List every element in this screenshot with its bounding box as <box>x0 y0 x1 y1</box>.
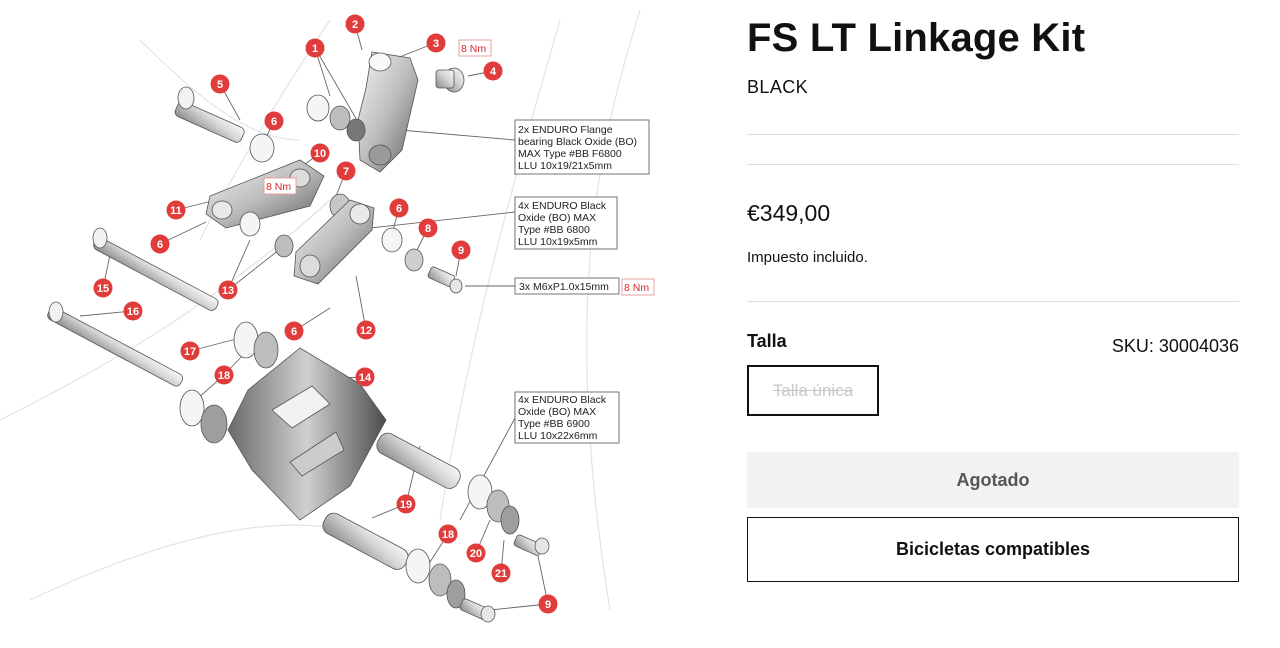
svg-text:4: 4 <box>490 66 497 78</box>
callout-marker: 6 <box>150 234 170 254</box>
svg-text:4x ENDURO Black: 4x ENDURO Black <box>518 394 607 406</box>
svg-text:7: 7 <box>343 166 349 178</box>
callout-marker: 16 <box>123 301 143 321</box>
sku-value: 30004036 <box>1158 336 1239 356</box>
callout-marker: 14 <box>355 367 375 387</box>
callout-marker: 1 <box>305 38 325 58</box>
product-image[interactable]: 2x ENDURO Flange bearing Black Oxide (BO… <box>0 0 700 648</box>
callout-marker: 18 <box>438 524 458 544</box>
svg-text:9: 9 <box>545 599 551 611</box>
torque-label: 8 Nm <box>621 278 655 296</box>
callout-marker: 20 <box>466 543 486 563</box>
svg-text:bearing Black Oxide (BO): bearing Black Oxide (BO) <box>518 136 637 148</box>
svg-text:18: 18 <box>218 370 230 382</box>
spec-note-bearing-6800: 4x ENDURO Black Oxide (BO) MAX Type #BB … <box>514 196 618 250</box>
callout-marker: 3 <box>426 33 446 53</box>
svg-text:17: 17 <box>184 346 196 358</box>
callout-marker: 19 <box>396 494 416 514</box>
tax-note: Impuesto incluido. <box>747 249 868 266</box>
svg-text:3x M6xP1.0x15mm: 3x M6xP1.0x15mm <box>519 281 609 293</box>
torque-label: 8 Nm <box>263 177 297 195</box>
callout-marker: 9 <box>538 594 558 614</box>
callout-marker: 9 <box>451 240 471 260</box>
divider <box>747 164 1239 165</box>
callout-marker: 17 <box>180 341 200 361</box>
svg-text:Type #BB 6900: Type #BB 6900 <box>518 418 590 430</box>
svg-text:12: 12 <box>360 325 372 337</box>
svg-text:LLU 10x19x5mm: LLU 10x19x5mm <box>518 236 598 248</box>
callout-marker: 6 <box>284 321 304 341</box>
svg-text:6: 6 <box>271 116 277 128</box>
callout-marker: 5 <box>210 74 230 94</box>
svg-text:13: 13 <box>222 285 234 297</box>
svg-text:Oxide (BO) MAX: Oxide (BO) MAX <box>518 406 596 418</box>
svg-text:11: 11 <box>170 205 182 217</box>
svg-text:21: 21 <box>495 568 507 580</box>
callout-marker: 11 <box>166 200 186 220</box>
divider <box>747 301 1239 302</box>
svg-text:2: 2 <box>352 19 358 31</box>
callout-marker: 8 <box>418 218 438 238</box>
product-price: €349,00 <box>747 200 831 226</box>
spec-note-bolt: 3x M6xP1.0x15mm <box>514 277 620 295</box>
sku-label: SKU: <box>1111 336 1154 356</box>
svg-text:16: 16 <box>127 306 139 318</box>
callout-marker: 21 <box>491 563 511 583</box>
callout-marker: 18 <box>214 365 234 385</box>
sold-out-button[interactable]: Agotado <box>747 452 1239 508</box>
spec-note-bearing-6900: 4x ENDURO Black Oxide (BO) MAX Type #BB … <box>514 391 620 444</box>
svg-text:6: 6 <box>291 326 297 338</box>
svg-text:15: 15 <box>97 283 109 295</box>
svg-text:5: 5 <box>217 79 223 91</box>
svg-text:4x ENDURO Black: 4x ENDURO Black <box>518 200 607 212</box>
callout-marker: 7 <box>336 161 356 181</box>
callout-marker: 4 <box>483 61 503 81</box>
svg-text:18: 18 <box>442 529 454 541</box>
callout-markers: 1 2 3 4 5 6 6 6 6 7 8 9 9 10 11 12 13 14… <box>93 14 558 614</box>
product-title: FS LT Linkage Kit <box>747 16 1086 60</box>
callout-marker: 2 <box>345 14 365 34</box>
svg-text:14: 14 <box>359 372 372 384</box>
svg-text:19: 19 <box>400 499 412 511</box>
callout-marker: 12 <box>356 320 376 340</box>
svg-text:8 Nm: 8 Nm <box>461 43 486 55</box>
exploded-diagram: 2x ENDURO Flange bearing Black Oxide (BO… <box>0 9 655 623</box>
size-option-unica[interactable]: Talla única <box>747 365 879 416</box>
variant-label: BLACK <box>747 77 809 97</box>
spec-note-bearing-f6800: 2x ENDURO Flange bearing Black Oxide (BO… <box>514 119 650 175</box>
svg-text:9: 9 <box>458 245 464 257</box>
torque-label: 8 Nm <box>458 39 492 57</box>
parts <box>47 51 550 623</box>
svg-text:10: 10 <box>314 148 326 160</box>
compatible-bikes-button[interactable]: Bicicletas compatibles <box>747 517 1239 582</box>
callout-marker: 6 <box>264 111 284 131</box>
svg-text:LLU 10x19/21x5mm: LLU 10x19/21x5mm <box>518 160 612 172</box>
svg-text:8 Nm: 8 Nm <box>266 181 291 193</box>
svg-text:6: 6 <box>157 239 163 251</box>
callout-marker: 6 <box>389 198 409 218</box>
divider <box>747 134 1239 135</box>
svg-text:1: 1 <box>312 43 318 55</box>
callout-marker: 10 <box>310 143 330 163</box>
callout-marker: 15 <box>93 278 113 298</box>
svg-text:20: 20 <box>470 548 482 560</box>
sku: SKU:30004036 <box>1112 336 1239 357</box>
svg-text:2x ENDURO Flange: 2x ENDURO Flange <box>518 124 613 136</box>
svg-text:Type #BB 6800: Type #BB 6800 <box>518 224 590 236</box>
svg-text:LLU 10x22x6mm: LLU 10x22x6mm <box>518 430 598 442</box>
callout-marker: 13 <box>218 280 238 300</box>
svg-text:3: 3 <box>433 38 439 50</box>
svg-text:8: 8 <box>425 223 431 235</box>
svg-text:6: 6 <box>396 203 402 215</box>
size-label: Talla <box>747 331 787 351</box>
svg-text:8 Nm: 8 Nm <box>624 282 649 294</box>
svg-text:Oxide (BO) MAX: Oxide (BO) MAX <box>518 212 596 224</box>
svg-text:MAX Type #BB F6800: MAX Type #BB F6800 <box>518 148 622 160</box>
